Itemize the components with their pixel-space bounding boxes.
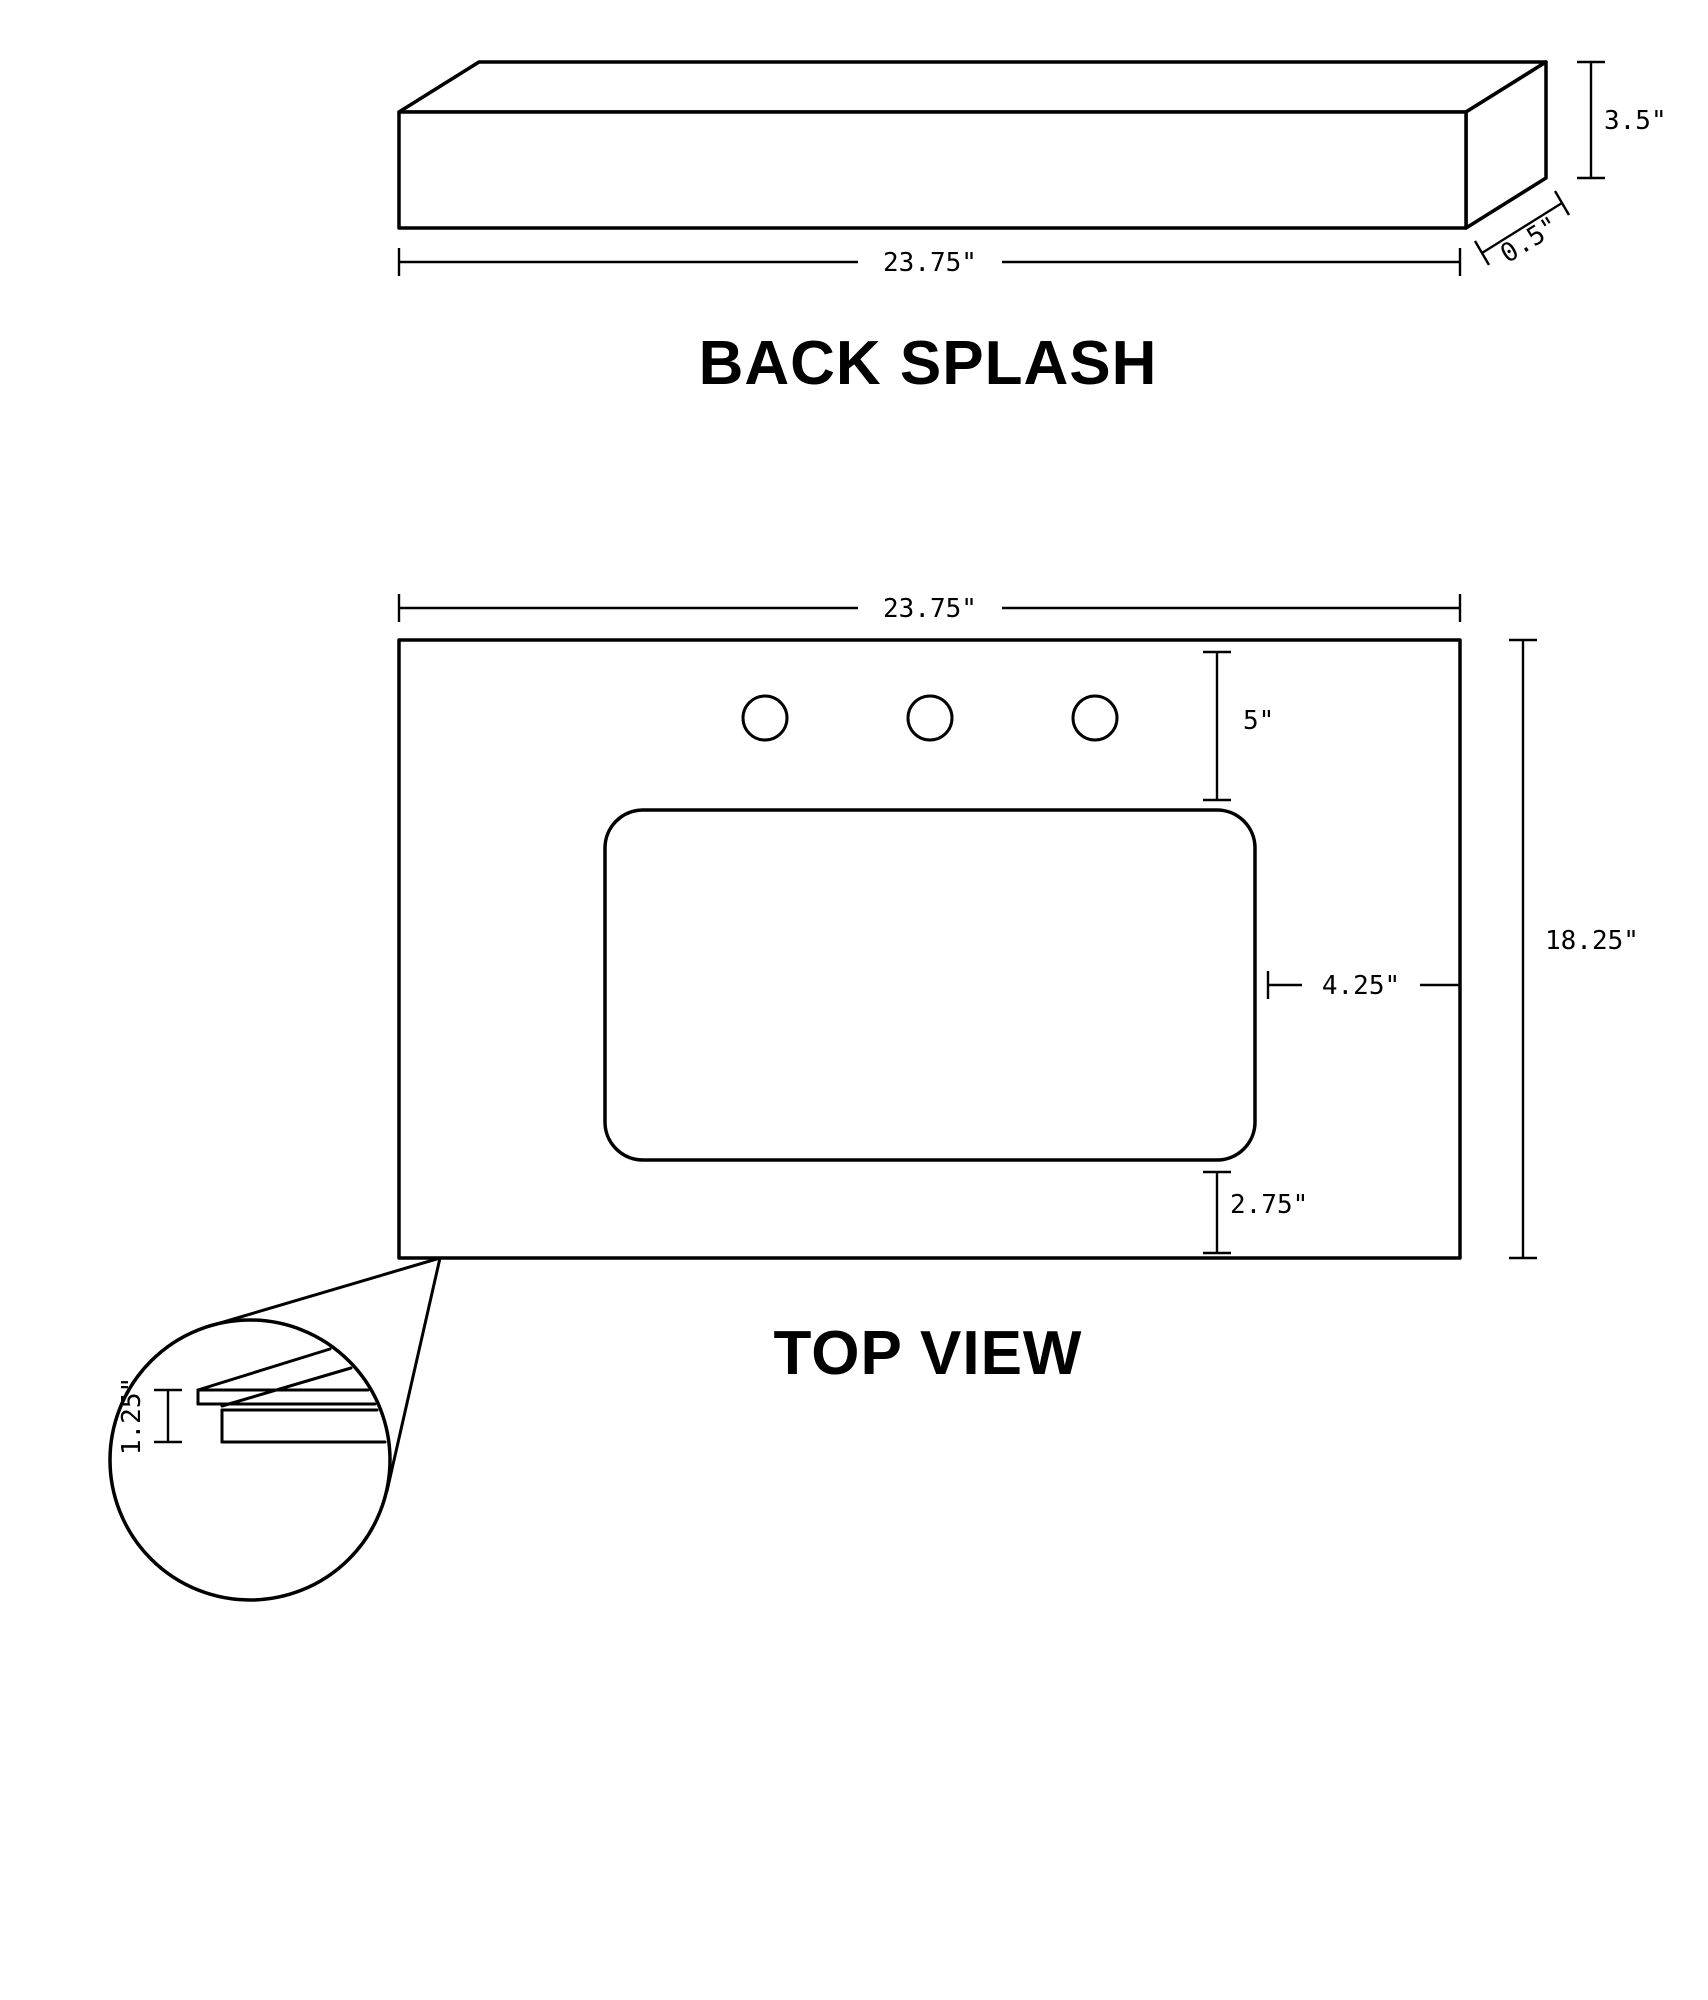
right-offset-dim-label: 4.25" (1322, 971, 1400, 1001)
backsplash-top-face (397, 60, 1548, 114)
callout-leader-upper (208, 1256, 442, 1328)
front-offset-dim-label: 2.75" (1230, 1190, 1308, 1220)
edge-profile-slant-upper (196, 1347, 332, 1392)
faucet-hole-right (1071, 694, 1119, 742)
top-view: 23.75" 5" 4.25" 18.25" (397, 594, 1639, 1388)
topview-width-dim-label: 23.75" (883, 594, 977, 624)
faucet-hole-left (741, 694, 789, 742)
edge-thickness-dim-label: 1.25" (117, 1377, 147, 1455)
counter-depth-dim-label: 18.25" (1545, 926, 1639, 956)
edge-profile-slant-lower (220, 1366, 353, 1408)
backsplash-width-dim-label: 23.75" (883, 248, 977, 278)
topview-title: TOP VIEW (774, 1319, 1083, 1388)
sink-cutout (603, 808, 1257, 1162)
backsplash-depth-dim-label: 0.5" (1495, 211, 1564, 270)
edge-detail-callout: 1.25" (108, 1256, 442, 1602)
callout-leader-lower (385, 1256, 442, 1493)
faucet-offset-dim-label: 5" (1243, 706, 1274, 736)
backsplash-depth-dim-line (1481, 201, 1563, 255)
backsplash-view: 3.5" 0.5" 23.75" BACK SPLASH (397, 60, 1667, 398)
backsplash-height-dim-label: 3.5" (1604, 106, 1667, 136)
backsplash-front-face (397, 110, 1468, 230)
backsplash-title: BACK SPLASH (699, 329, 1158, 398)
faucet-hole-center (906, 694, 954, 742)
detail-circle (108, 1318, 392, 1602)
